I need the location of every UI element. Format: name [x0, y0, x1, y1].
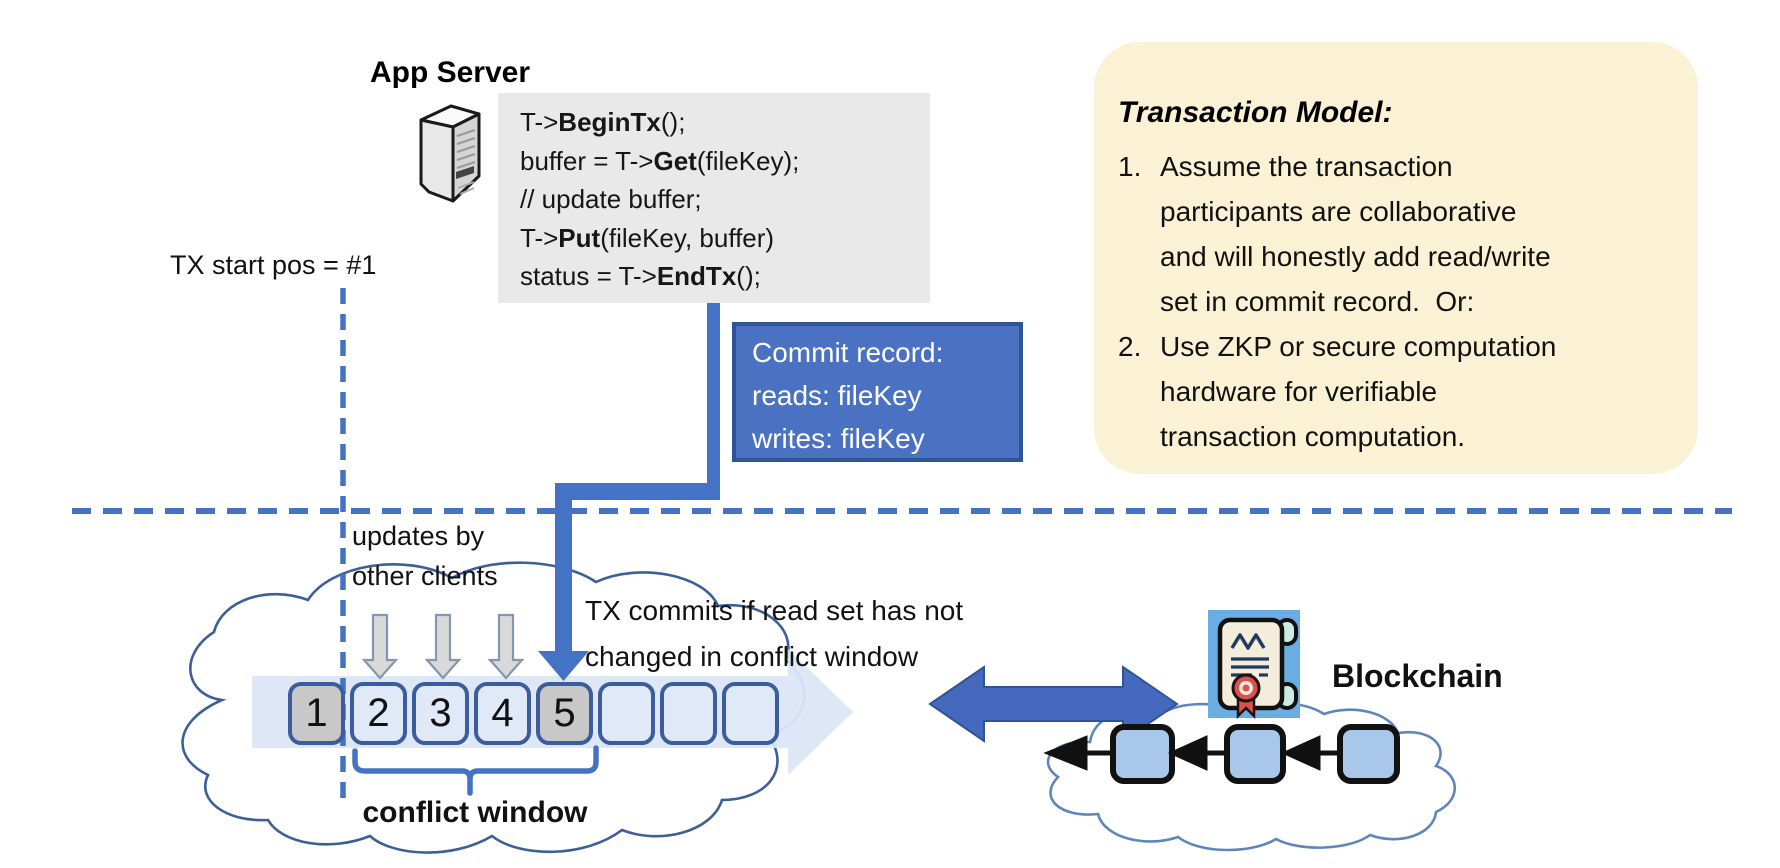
timeline-square: [722, 682, 779, 745]
code-line: status = T->EndTx();: [520, 261, 761, 291]
commit-record-line: writes: fileKey: [752, 423, 925, 454]
app-server-title: App Server: [369, 56, 531, 89]
gray-update-arrow: [361, 613, 399, 680]
updates-by-other-clients-label: updates by other clients: [352, 521, 498, 591]
sync-double-arrow: [928, 665, 1179, 743]
transaction-model-title: Transaction Model:: [1118, 96, 1393, 129]
blockchain-label: Blockchain: [1332, 658, 1503, 694]
tx-start-pos-label: TX start pos = #1: [170, 250, 377, 280]
chain-links: [1043, 724, 1400, 784]
timeline-square: 1: [288, 682, 345, 745]
conflict-window-label: conflict window: [362, 796, 588, 829]
commit-arrow: [538, 303, 720, 681]
gray-update-arrow: [487, 613, 525, 680]
timeline-square: 5: [536, 682, 593, 745]
chain-block: [1224, 724, 1286, 784]
gray-update-arrows: [361, 613, 525, 680]
commit-record-line: Commit record:: [752, 337, 944, 368]
chain-link-arrow: [1043, 735, 1340, 771]
server-icon: [419, 104, 481, 203]
chain-block: [1337, 724, 1400, 784]
code-block: T->BeginTx(); buffer = T->Get(fileKey); //…: [498, 93, 930, 303]
code-line: buffer = T->Get(fileKey);: [520, 145, 800, 176]
tx-commits-label: TX commits if read set has not changed i…: [585, 595, 964, 672]
chain-block: [1110, 724, 1175, 784]
commit-record-line: reads: fileKey: [752, 380, 922, 411]
timeline-square: 2: [350, 682, 407, 745]
timeline-square: 4: [474, 682, 531, 745]
timeline-square: [660, 682, 717, 745]
timeline-square: 3: [412, 682, 469, 745]
timeline-square: [598, 682, 655, 745]
code-line: T->Put(fileKey, buffer): [520, 222, 775, 253]
code-line: T->BeginTx();: [520, 107, 686, 137]
transaction-model-panel: Transaction Model: 1.Assume the transact…: [1094, 42, 1698, 474]
conflict-window-bracket: [352, 745, 599, 796]
gray-update-arrow: [424, 613, 462, 680]
code-line: // update buffer;: [520, 184, 702, 214]
blockchain-certificate-icon: [1208, 610, 1300, 720]
commit-record-box: Commit record: reads: fileKey writes: fi…: [732, 322, 1023, 462]
